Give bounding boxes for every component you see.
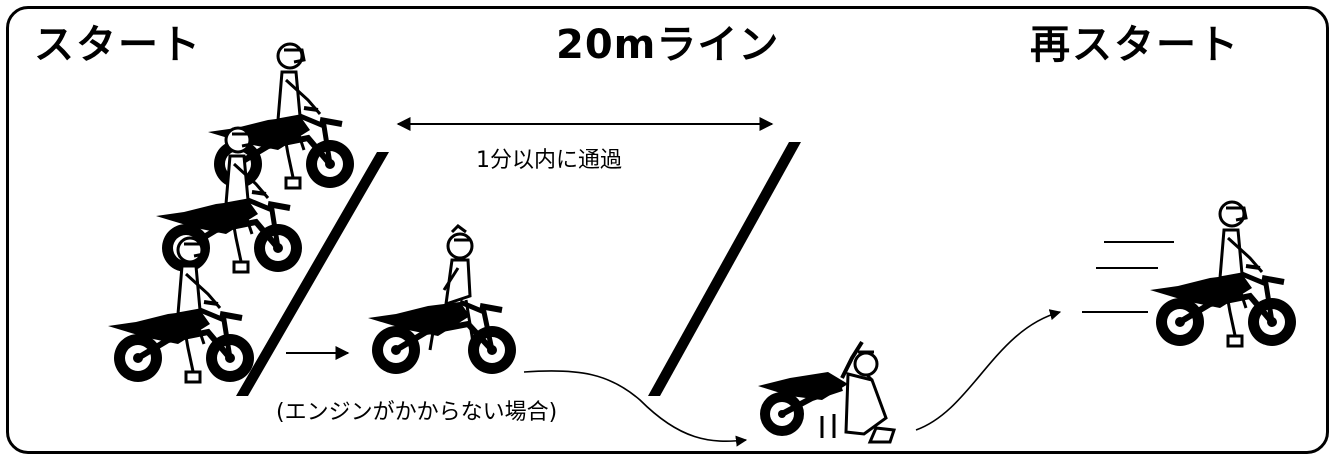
motorcycle-rider-icon	[1150, 202, 1296, 346]
start-line	[236, 152, 389, 396]
line-20m-label: 20mライン	[556, 22, 780, 68]
engine-fail-label: (エンジンがかからない場合)	[276, 400, 558, 425]
pushing-rider-icon	[368, 226, 516, 374]
kneeling-rider-icon	[758, 340, 897, 444]
restart-label: 再スタート	[1030, 22, 1240, 68]
speed-lines-icon	[1082, 241, 1174, 313]
arrow-icon	[915, 309, 1062, 431]
within-minute-label: 1分以内に通過	[476, 148, 622, 173]
start-label: スタート	[34, 22, 202, 68]
line-20m	[648, 142, 801, 396]
motorcycle-rider-icon	[108, 238, 254, 382]
arrow-icon	[523, 370, 748, 447]
